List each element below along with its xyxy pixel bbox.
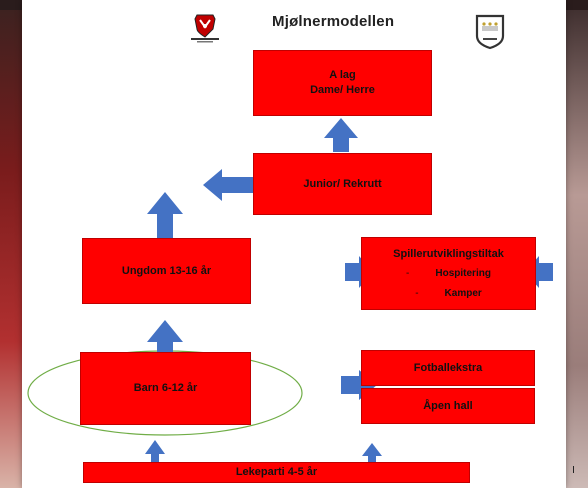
box-fotballekstra: Fotballekstra [361,350,535,386]
three-star-quality-club-badge-icon [475,14,505,50]
item-kamper: Kamper [444,287,482,299]
box-ungdom: Ungdom 13-16 år [82,238,251,304]
apen-hall-label: Åpen hall [423,399,473,412]
arrow-junior-to-a-lag [324,118,358,152]
box-barn: Barn 6-12 år [80,352,251,425]
arrow-ungdom-up [147,192,183,238]
spillerutvikling-item-1: - Hospitering [406,267,491,281]
box-junior-rekrutt: Junior/ Rekrutt [253,153,432,215]
arrow-lekeparti-up-left [145,440,165,468]
box-a-lag: A lag Dame/ Herre [253,50,432,116]
arrow-barn-to-ungdom [147,320,183,375]
club-crest-logo-icon [191,14,219,43]
arrow-lekeparti-up-right [362,443,382,468]
junior-label: Junior/ Rekrutt [303,177,382,190]
item-hospitering: Hospitering [435,268,491,280]
fotballekstra-label: Fotballekstra [413,361,483,374]
spillerutvikling-item-2: - Kamper [415,287,482,301]
barn-label: Barn 6-12 år [133,382,198,395]
lekeparti-label: Lekeparti 4-5 år [235,466,318,479]
a-lag-line2: Dame/ Herre [310,84,375,96]
bullet-dash: - [415,287,419,299]
spillerutvikling-title: Spillerutviklingstiltak [393,247,504,260]
a-lag-line1: A lag [329,69,356,82]
ungdom-label: Ungdom 13-16 år [121,264,212,277]
diagram-title: Mjølnermodellen [272,13,395,30]
page-mark [573,466,574,473]
bullet-dash: - [406,268,410,280]
box-apen-hall: Åpen hall [361,388,535,424]
box-spillerutviklingstiltak: Spillerutviklingstiltak - Hospitering - Ka… [361,237,536,310]
box-lekeparti: Lekeparti 4-5 år [83,462,470,483]
